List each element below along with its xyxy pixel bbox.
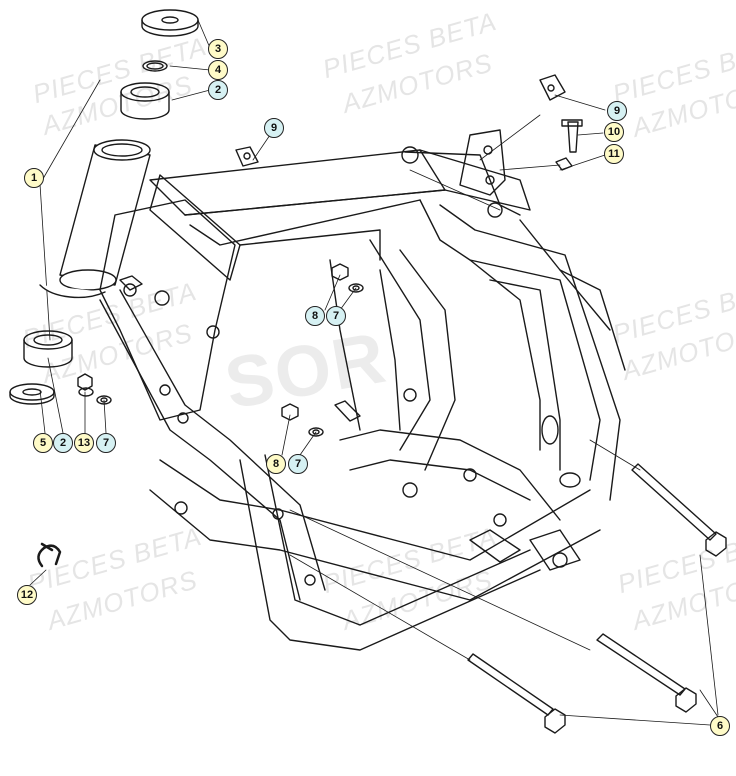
callout-part-7: 7 xyxy=(326,306,346,326)
callout-part-2: 2 xyxy=(53,433,73,453)
long-bolts xyxy=(467,463,727,734)
steering-tube xyxy=(39,139,151,299)
clip-part xyxy=(37,542,62,568)
callout-part-9: 9 xyxy=(264,118,284,138)
callout-part-7: 7 xyxy=(96,433,116,453)
callout-part-4: 4 xyxy=(208,60,228,80)
hardware xyxy=(77,263,417,586)
frame-down-tubes xyxy=(99,219,626,651)
callout-part-12: 12 xyxy=(17,585,37,605)
callout-part-8: 8 xyxy=(305,306,325,326)
callout-part-13: 13 xyxy=(74,433,94,453)
callout-part-7: 7 xyxy=(288,454,308,474)
callout-part-5: 5 xyxy=(33,433,53,453)
lower-cradle xyxy=(149,415,601,601)
callout-part-1: 1 xyxy=(24,168,44,188)
leader-lines xyxy=(29,19,721,726)
steering-parts xyxy=(9,9,199,405)
callout-part-6: 6 xyxy=(710,716,730,736)
side-plate xyxy=(99,199,236,421)
frame-upper-tubes xyxy=(149,146,621,501)
callout-part-9: 9 xyxy=(607,101,627,121)
callout-part-3: 3 xyxy=(208,39,228,59)
callout-part-2: 2 xyxy=(208,80,228,100)
callout-part-8: 8 xyxy=(266,454,286,474)
callout-part-10: 10 xyxy=(604,122,624,142)
callout-part-11: 11 xyxy=(604,144,624,164)
rear-bracket xyxy=(235,74,583,196)
